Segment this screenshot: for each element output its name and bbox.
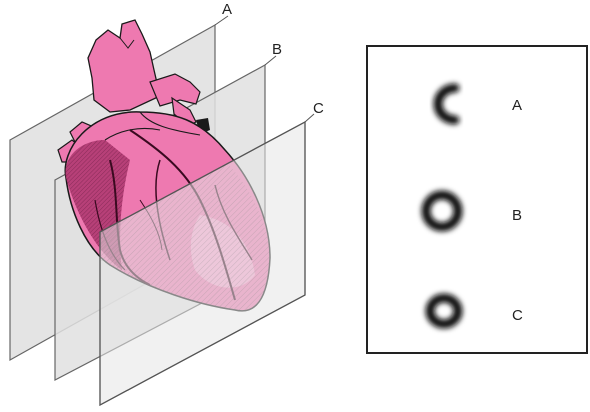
right-panel: A B C bbox=[367, 46, 587, 353]
plane-label-c: C bbox=[313, 100, 324, 117]
left-panel: A B C bbox=[10, 1, 324, 405]
plane-label-a: A bbox=[222, 1, 232, 18]
slice-label-b: B bbox=[512, 207, 522, 224]
slice-panel-frame bbox=[367, 46, 587, 353]
slice-label-c: C bbox=[512, 307, 523, 324]
slice-label-a: A bbox=[512, 97, 522, 114]
plane-label-b: B bbox=[272, 41, 282, 58]
